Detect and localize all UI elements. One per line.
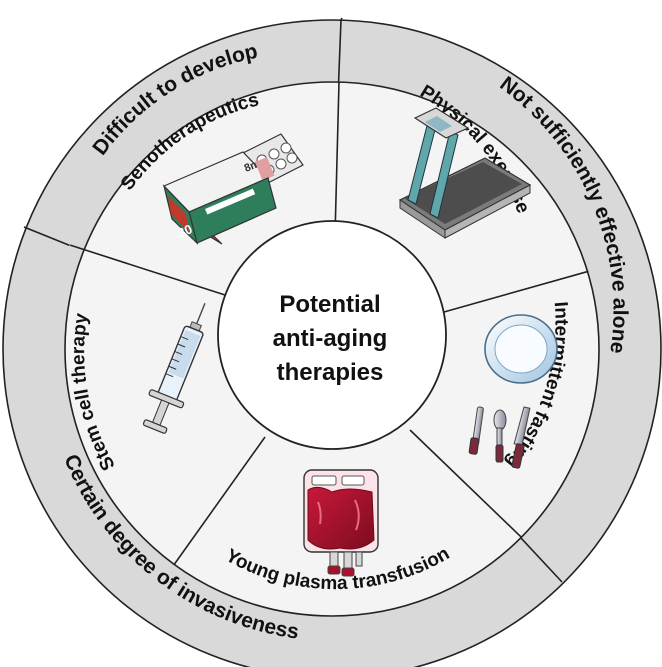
center-title-line3: therapies <box>277 359 384 386</box>
syringe-icon <box>142 302 206 434</box>
ring-divider-bottom-right <box>520 537 563 583</box>
center-title-line1: Potential <box>279 291 380 318</box>
treadmill-icon <box>398 107 532 239</box>
blood-bag-icon <box>303 469 379 577</box>
plate-cutlery-icon <box>468 314 558 469</box>
ring-divider-top-2 <box>337 19 342 83</box>
ring-divider-left <box>23 226 70 247</box>
sector-divider-fasting-plasma <box>409 429 522 538</box>
center-circle <box>217 220 447 450</box>
sector-divider-stem-seno <box>69 244 226 296</box>
pill-box-count: 30 <box>175 221 194 240</box>
pill-box-icon: 8mg 30 <box>162 133 304 245</box>
center-title-line2: anti-aging <box>273 325 388 352</box>
sector-divider-plasma-stem <box>173 436 266 566</box>
sector-divider-seno-exercise <box>334 82 340 237</box>
sector-divider-exercise-fasting <box>443 270 589 313</box>
